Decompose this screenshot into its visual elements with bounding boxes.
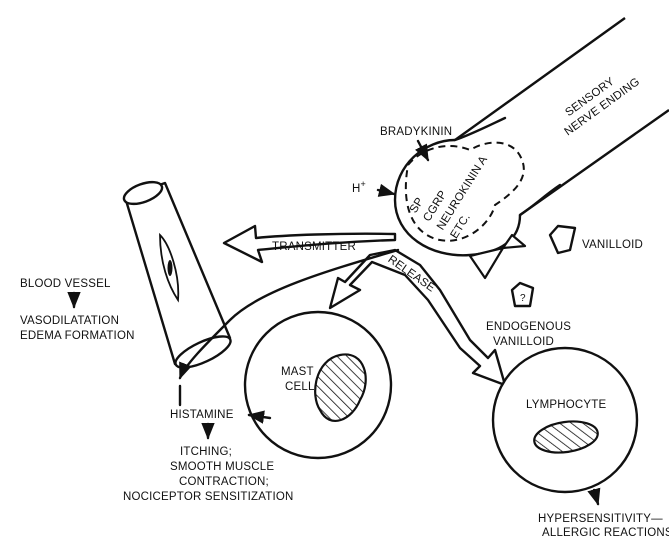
nociceptor-sensitization-label: NOCICEPTOR SENSITIZATION (123, 491, 294, 503)
proton-arrow (378, 190, 394, 194)
lymphocyte-effect-arrow (594, 490, 598, 504)
blood-vessel (121, 178, 234, 374)
lymphocyte: LYMPHOCYTE (493, 348, 637, 492)
mast-label: MAST (281, 366, 314, 378)
vanilloid-label: VANILLOID (582, 239, 643, 251)
hypersensitivity-label: HYPERSENSITIVITY— (538, 513, 663, 525)
transmitter-label: TRANSMITTER (272, 241, 356, 253)
smooth-muscle-label: SMOOTH MUSCLE (170, 461, 274, 473)
endothelial-nucleus (168, 260, 173, 276)
endogenous-vanilloid-label: VANILLOID (493, 336, 554, 348)
proton-label: H+ (352, 179, 366, 195)
endogenous-label: ENDOGENOUS (486, 321, 571, 333)
blood-vessel-label: BLOOD VESSEL (20, 278, 111, 290)
allergic-reactions-label: ALLERGIC REACTIONS (542, 527, 669, 539)
lymphocyte-label: LYMPHOCYTE (526, 399, 607, 411)
vanilloid-molecule (550, 226, 575, 253)
contraction-label: CONTRACTION; (179, 476, 269, 488)
nerve-ending-label: SENSORY NERVE ENDING (554, 64, 642, 139)
itching-label: ITCHING; (180, 446, 232, 458)
mast-cell: MAST CELL (245, 312, 391, 458)
edema-formation-label: EDEMA FORMATION (20, 330, 135, 342)
endogenous-vanilloid-mark: ? (520, 293, 526, 304)
bradykinin-label: BRADYKININ (380, 126, 452, 138)
vasodilatation-label: VASODILATATION (20, 315, 119, 327)
histamine-label: HISTAMINE (170, 409, 234, 421)
cell-label: CELL (285, 381, 315, 393)
